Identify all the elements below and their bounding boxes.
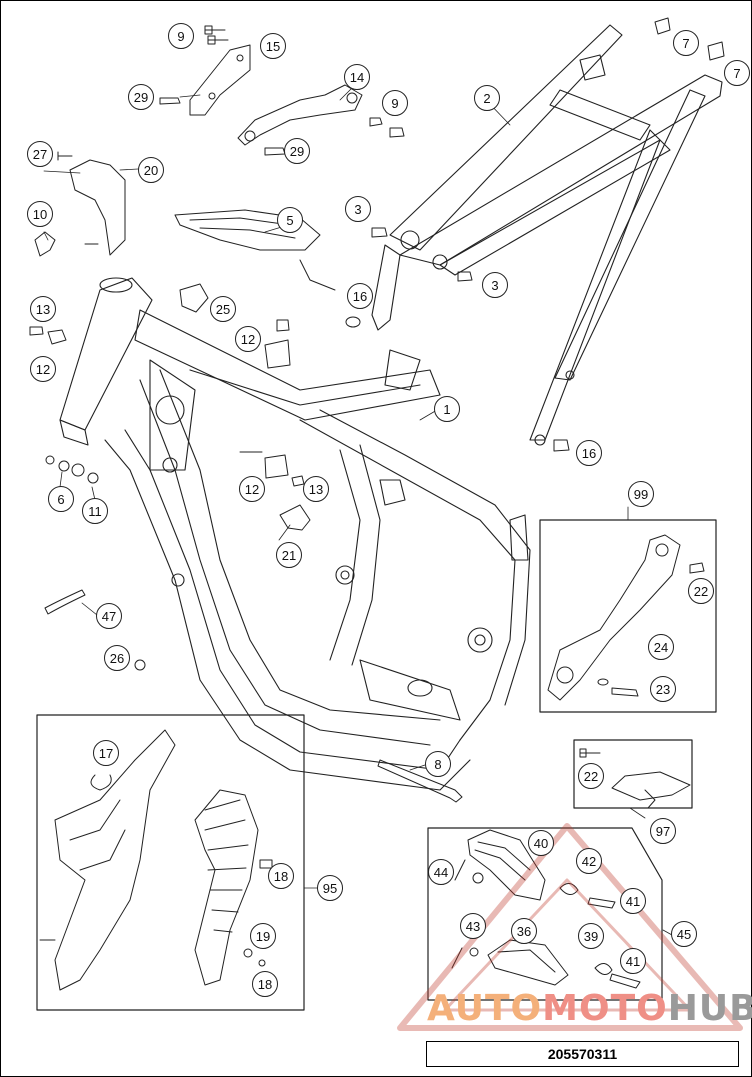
- callout-39: 39: [578, 923, 604, 949]
- callout-12: 12: [30, 356, 56, 382]
- group-45-parts: [451, 829, 641, 989]
- callout-9: 9: [382, 90, 408, 116]
- callout-97: 97: [650, 818, 676, 844]
- callout-2: 2: [474, 85, 500, 111]
- callout-20: 20: [138, 157, 164, 183]
- callout-29: 29: [128, 84, 154, 110]
- callout-12: 12: [235, 326, 261, 352]
- callout-44: 44: [428, 859, 454, 885]
- group-box-45: [427, 827, 663, 1001]
- callout-42: 42: [576, 848, 602, 874]
- callout-41: 41: [620, 948, 646, 974]
- drawing-number: 205570311: [426, 1041, 739, 1067]
- group-box-95: [36, 714, 305, 1011]
- callout-11: 11: [82, 498, 108, 524]
- watermark-part3: HUB: [667, 988, 752, 1029]
- callout-6: 6: [48, 486, 74, 512]
- callout-47: 47: [96, 603, 122, 629]
- watermark-part2: MOTO: [542, 988, 668, 1029]
- callout-26: 26: [104, 645, 130, 671]
- callout-9: 9: [168, 23, 194, 49]
- callout-99: 99: [628, 481, 654, 507]
- callout-7: 7: [673, 30, 699, 56]
- callout-16: 16: [347, 283, 373, 309]
- callout-15: 15: [260, 33, 286, 59]
- callout-23: 23: [650, 676, 676, 702]
- callout-16: 16: [576, 440, 602, 466]
- callout-25: 25: [210, 296, 236, 322]
- callout-13: 13: [303, 476, 329, 502]
- callout-8: 8: [425, 751, 451, 777]
- hardware-parts: [29, 17, 725, 803]
- subframe-part: [371, 24, 723, 446]
- callout-1: 1: [434, 396, 460, 422]
- callout-13: 13: [30, 296, 56, 322]
- callout-10: 10: [27, 201, 53, 227]
- callout-7: 7: [724, 60, 750, 86]
- callout-27: 27: [27, 141, 53, 167]
- callout-22: 22: [688, 578, 714, 604]
- callout-36: 36: [511, 918, 537, 944]
- callout-41: 41: [620, 888, 646, 914]
- callout-18: 18: [268, 863, 294, 889]
- callout-45: 45: [671, 921, 697, 947]
- callout-5: 5: [277, 207, 303, 233]
- callout-3: 3: [482, 272, 508, 298]
- callout-19: 19: [250, 923, 276, 949]
- callout-17: 17: [93, 740, 119, 766]
- callout-12: 12: [239, 476, 265, 502]
- callout-43: 43: [460, 913, 486, 939]
- group-97-parts: [579, 748, 691, 809]
- watermark-part1: AUTO: [427, 988, 543, 1029]
- group-box-97: [573, 739, 693, 809]
- callout-21: 21: [276, 542, 302, 568]
- main-frame-part: [59, 277, 531, 791]
- watermark-text: AUTOMOTOHUB: [427, 985, 752, 1033]
- callout-3: 3: [345, 196, 371, 222]
- group-95-parts: [39, 729, 273, 991]
- callout-40: 40: [528, 830, 554, 856]
- callout-29: 29: [284, 138, 310, 164]
- callout-22: 22: [578, 763, 604, 789]
- group-99-parts: [547, 534, 705, 701]
- callout-24: 24: [648, 634, 674, 660]
- callout-14: 14: [344, 64, 370, 90]
- callout-95: 95: [317, 875, 343, 901]
- callout-18: 18: [252, 971, 278, 997]
